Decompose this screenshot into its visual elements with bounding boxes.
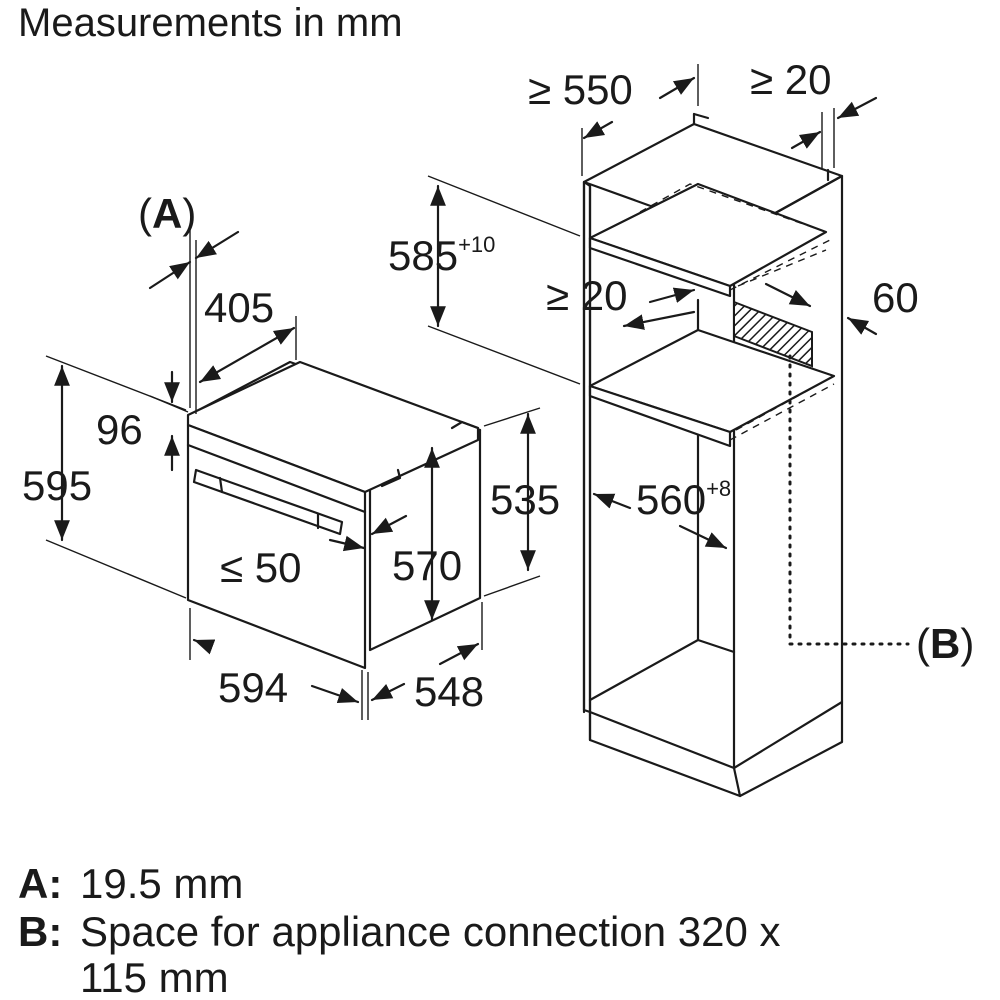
legend-b-key: B:: [18, 908, 62, 955]
oven-dim-548: 548: [414, 668, 484, 715]
cabinet-dim-ge20-top: ≥ 20: [750, 56, 831, 103]
oven-dim-594: 594: [218, 664, 288, 711]
cabinet-drawing: [582, 112, 910, 798]
legend-b-text-line2: 115 mm: [80, 954, 229, 1000]
cabinet-dim-ge550: ≥ 550: [528, 66, 633, 113]
oven-dim-570: 570: [392, 542, 462, 589]
oven-gap-label-a: (A): [138, 190, 196, 237]
oven-dim-96: 96: [96, 406, 143, 453]
connection-space-leader: [788, 354, 910, 646]
cabinet-dim-585: 585+10: [388, 232, 495, 279]
cabinet-plinth: [588, 710, 742, 798]
cabinet-dimensions: [427, 64, 878, 550]
connection-space-label-b: (B): [916, 620, 974, 667]
cabinet-right-side: [732, 174, 844, 770]
legend: A: 19.5 mm B: Space for appliance connec…: [18, 860, 781, 1000]
oven-dim-le50: ≤ 50: [220, 544, 301, 591]
oven-handle: [192, 468, 344, 536]
oven-dim-595: 595: [22, 462, 92, 509]
cabinet-dim-ge20-mid: ≥ 20: [546, 272, 627, 319]
oven-drawing: [186, 360, 482, 670]
legend-b-text-line1: Space for appliance connection 320 x: [80, 908, 781, 955]
oven-dim-405: 405: [204, 284, 274, 331]
oven-side-hook: [380, 468, 402, 488]
cabinet-dim-60: 60: [872, 274, 919, 321]
oven-dimensions: [45, 228, 541, 720]
legend-a-text: 19.5 mm: [80, 860, 243, 907]
oven-dim-535: 535: [490, 476, 560, 523]
page-title: Measurements in mm: [18, 1, 403, 45]
oven-control-strip: [186, 443, 367, 514]
connection-space-hatch: [733, 300, 813, 368]
legend-a-key: A:: [18, 860, 62, 907]
cabinet-dim-560: 560+8: [636, 476, 731, 523]
